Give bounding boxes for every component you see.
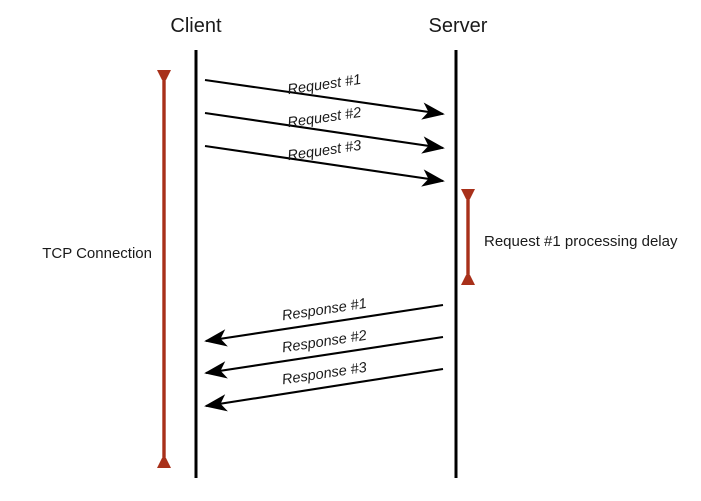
actor-headers: Client Server (170, 15, 487, 37)
message-arrow-response-2 (204, 335, 444, 379)
message-label-response-3: Response #3 (281, 360, 368, 389)
message-label-request-1: Request #1 (287, 72, 363, 98)
message-label-request-2: Request #2 (287, 105, 363, 131)
span-cap-top-processing-delay (461, 189, 475, 199)
span-label-processing-delay: Request #1 processing delay (484, 233, 678, 250)
actor-title-server: Server (429, 15, 488, 37)
message-arrow-response-1 (204, 303, 444, 347)
message-label-request-3: Request #3 (287, 138, 363, 164)
message-arrow-request-3 (204, 144, 445, 187)
message-arrow-response-3 (204, 367, 444, 412)
actor-title-client: Client (170, 15, 222, 37)
message-label-response-1: Response #1 (281, 296, 368, 325)
message-arrow-request-1 (204, 78, 445, 120)
span-label-tcp-connection: TCP Connection (42, 245, 152, 262)
lifelines (194, 50, 458, 478)
span-cap-bottom-tcp-connection (157, 458, 171, 468)
span-tcp-connection: TCP Connection (42, 70, 171, 468)
span-processing-delay: Request #1 processing delay (461, 189, 678, 285)
message-label-response-2: Response #2 (281, 328, 368, 357)
response-messages: Response #1 Response #2 Response #3 (204, 296, 444, 412)
message-arrow-request-2 (204, 111, 445, 154)
request-messages: Request #1 Request #2 Request #3 (204, 72, 445, 187)
span-cap-top-tcp-connection (157, 70, 171, 80)
span-cap-bottom-processing-delay (461, 275, 475, 285)
